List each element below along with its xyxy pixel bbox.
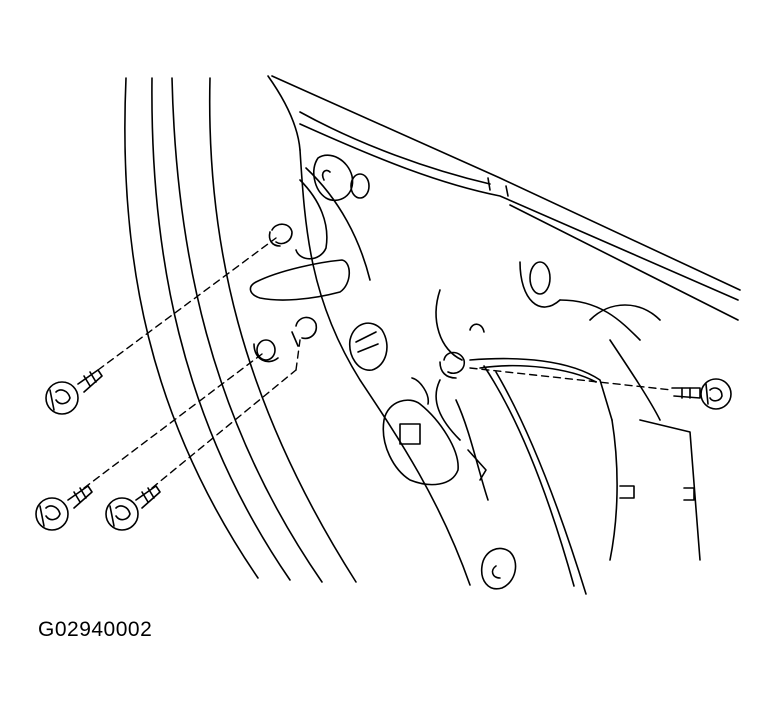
door-frame-top-lines (271, 75, 741, 321)
inner-panel (435, 261, 701, 561)
clip-middle (253, 339, 279, 363)
clip-right (439, 351, 466, 379)
door-edge-lines (124, 75, 471, 586)
slot-opening (249, 259, 351, 301)
bolt-lower-left-icon (105, 485, 161, 531)
bolt-middle-left-icon (35, 485, 93, 531)
trim-strip (435, 365, 587, 595)
clip-upper (268, 223, 293, 247)
upper-bracket (295, 154, 370, 260)
figure-id-label: G02940002 (38, 618, 153, 641)
bolt-upper-left-icon (45, 369, 103, 415)
leader-lines (83, 237, 673, 489)
lower-plate (382, 377, 459, 486)
lower-hook (480, 547, 517, 590)
clip-lower (291, 316, 318, 347)
round-hole (348, 322, 388, 371)
bolt-right-icon (671, 378, 732, 410)
